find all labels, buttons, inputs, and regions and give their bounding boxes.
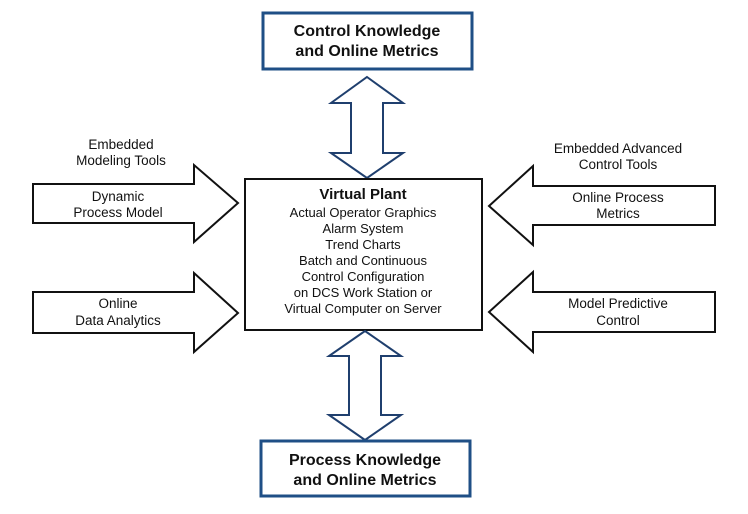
- online-process-metrics-label-line2: Metrics: [596, 206, 640, 221]
- embedded-advanced-control-tools-caption-line1: Embedded Advanced: [554, 141, 682, 156]
- online-process-metrics-arrow-icon: [487, 163, 716, 248]
- process-knowledge-title-line2: and Online Metrics: [293, 472, 436, 489]
- virtual-plant-box: Virtual Plant Actual Operator Graphics A…: [244, 178, 483, 331]
- embedded-advanced-control-tools-caption-line2: Control Tools: [579, 157, 658, 172]
- embedded-modeling-tools-caption-line1: Embedded: [88, 137, 153, 152]
- dynamic-process-model-group: Embedded Modeling Tools Dynamic Process …: [32, 137, 240, 245]
- online-process-metrics-label-line1: Online Process: [572, 190, 664, 205]
- model-predictive-control-group: Model Predictive Control: [487, 269, 716, 355]
- dynamic-process-model-label-line2: Process Model: [73, 205, 162, 220]
- control-knowledge-box-frame: [261, 11, 474, 71]
- virtual-plant-line-2: Alarm System: [323, 221, 404, 236]
- virtual-plant-line-7: Virtual Computer on Server: [284, 301, 442, 316]
- dynamic-process-model-arrow-icon: [32, 162, 240, 245]
- embedded-modeling-tools-caption-line2: Modeling Tools: [76, 153, 166, 168]
- virtual-plant-line-6: on DCS Work Station or: [294, 285, 433, 300]
- model-predictive-control-arrow-icon: [487, 269, 716, 355]
- dynamic-process-model-label-line1: Dynamic: [92, 189, 145, 204]
- online-data-analytics-group: Online Data Analytics: [32, 270, 240, 355]
- virtual-plant-line-4: Batch and Continuous: [299, 253, 427, 268]
- upper-double-arrow-icon: [327, 75, 407, 180]
- control-knowledge-box: Control Knowledge and Online Metrics: [261, 11, 474, 71]
- lower-double-arrow-icon: [325, 329, 405, 442]
- control-knowledge-title-line2: and Online Metrics: [295, 43, 438, 60]
- online-data-analytics-label-line1: Online: [98, 296, 137, 311]
- control-knowledge-title-line1: Control Knowledge: [294, 23, 441, 40]
- model-predictive-control-label-line2: Control: [596, 313, 640, 328]
- online-process-metrics-group: Embedded Advanced Control Tools Online P…: [487, 141, 716, 248]
- process-knowledge-box-frame: [259, 439, 472, 498]
- process-knowledge-box: Process Knowledge and Online Metrics: [259, 439, 472, 498]
- virtual-plant-line-3: Trend Charts: [325, 237, 401, 252]
- model-predictive-control-label-line1: Model Predictive: [568, 296, 668, 311]
- process-knowledge-title-line1: Process Knowledge: [289, 452, 441, 469]
- virtual-plant-line-5: Control Configuration: [302, 269, 425, 284]
- virtual-plant-line-1: Actual Operator Graphics: [290, 205, 437, 220]
- virtual-plant-title: Virtual Plant: [319, 186, 406, 203]
- online-data-analytics-arrow-icon: [32, 270, 240, 355]
- virtual-plant-box-frame: [244, 178, 483, 331]
- online-data-analytics-label-line2: Data Analytics: [75, 313, 161, 328]
